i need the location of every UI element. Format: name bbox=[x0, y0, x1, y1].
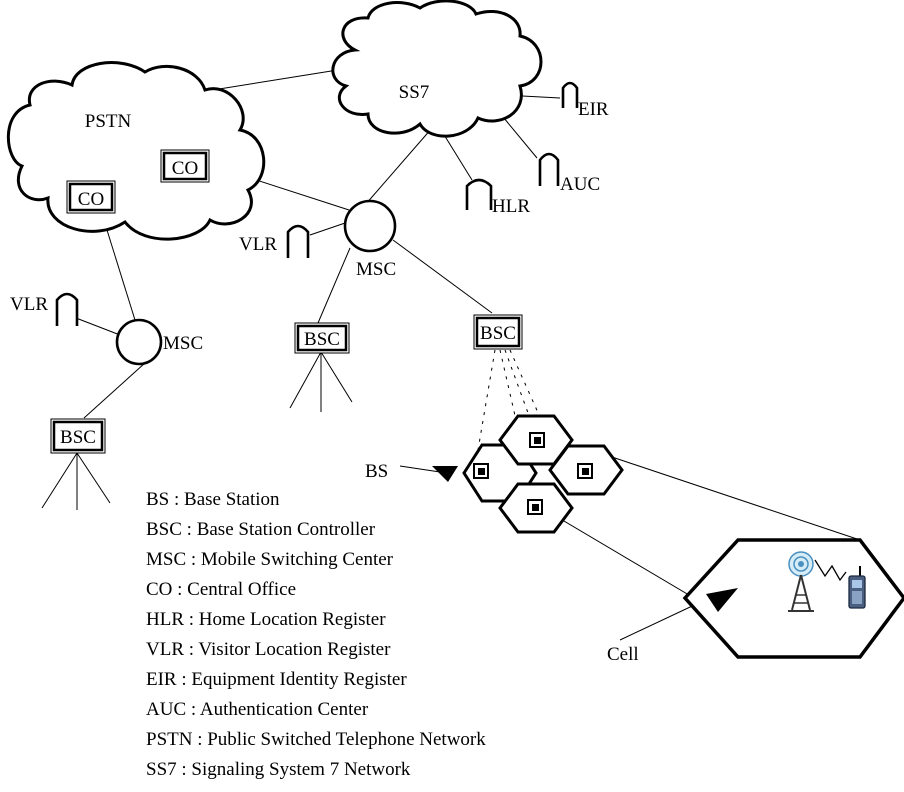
bsc-center-label: BSC bbox=[304, 329, 340, 350]
msc-center-label: MSC bbox=[356, 259, 396, 280]
legend-item: VLR : Visitor Location Register bbox=[146, 639, 391, 660]
link-vlr-msc bbox=[309, 221, 349, 236]
vlr-center-label: VLR bbox=[239, 234, 277, 255]
vlr-left-label: VLR bbox=[10, 294, 48, 315]
legend-item: CO : Central Office bbox=[146, 579, 296, 600]
co-box-right bbox=[160, 149, 210, 183]
cell-arrowhead bbox=[706, 588, 738, 612]
msc-left-node bbox=[115, 318, 163, 366]
legend-item: SS7 : Signaling System 7 Network bbox=[146, 759, 411, 780]
link-co-msc-left bbox=[101, 213, 136, 321]
pstn-label: PSTN bbox=[85, 111, 132, 132]
eir-label: EIR bbox=[578, 99, 609, 120]
link-vlr-msc-left bbox=[75, 317, 121, 336]
co-right-label: CO bbox=[172, 158, 198, 179]
pstn-cloud bbox=[6, 61, 266, 241]
eir-icon bbox=[561, 81, 579, 108]
legend-item: BSC : Base Station Controller bbox=[146, 519, 376, 540]
ss7-label: SS7 bbox=[399, 82, 430, 103]
bsc-left-label: BSC bbox=[60, 427, 96, 448]
cell-label: Cell bbox=[607, 644, 639, 665]
mobile-phone-icon bbox=[848, 566, 866, 609]
legend-item: EIR : Equipment Identity Register bbox=[146, 669, 407, 690]
bs-arrowhead bbox=[432, 466, 458, 482]
legend: BS : Base Station BSC : Base Station Con… bbox=[146, 489, 486, 780]
legend-item: HLR : Home Location Register bbox=[146, 609, 386, 630]
link-ss7-msc bbox=[364, 127, 433, 206]
legend-item: AUC : Authentication Center bbox=[146, 699, 369, 720]
co-left-label: CO bbox=[78, 189, 104, 210]
bsc-box-center bbox=[294, 322, 350, 354]
radio-signal-icon bbox=[814, 559, 847, 582]
msc-left-label: MSC bbox=[163, 333, 203, 354]
hlr-label: HLR bbox=[492, 196, 530, 217]
bs-node-icons bbox=[473, 432, 593, 515]
hlr-icon bbox=[465, 178, 493, 210]
cell-tower-icon bbox=[788, 551, 814, 612]
vlr-left-icon bbox=[55, 292, 79, 326]
legend-item: MSC : Mobile Switching Center bbox=[146, 549, 394, 570]
link-msc-bsc-left bbox=[83, 362, 146, 419]
auc-label: AUC bbox=[560, 174, 600, 195]
bs-label: BS bbox=[365, 461, 388, 482]
bs-pointer-line bbox=[399, 465, 441, 473]
vlr-center-icon bbox=[286, 224, 310, 258]
bs-cell-cluster bbox=[462, 414, 624, 534]
link-msc-bsc-right bbox=[392, 239, 493, 314]
legend-item: PSTN : Public Switched Telephone Network bbox=[146, 729, 486, 750]
bsc-box-left bbox=[50, 418, 106, 454]
auc-icon bbox=[538, 152, 560, 186]
link-msc-bsc-center bbox=[317, 247, 351, 324]
co-box-left bbox=[66, 180, 116, 214]
ss7-cloud bbox=[331, 0, 543, 138]
bsc-right-label: BSC bbox=[480, 323, 516, 344]
bsc-box-right bbox=[473, 314, 523, 350]
msc-center-node bbox=[343, 199, 397, 253]
legend-item: BS : Base Station bbox=[146, 489, 280, 510]
